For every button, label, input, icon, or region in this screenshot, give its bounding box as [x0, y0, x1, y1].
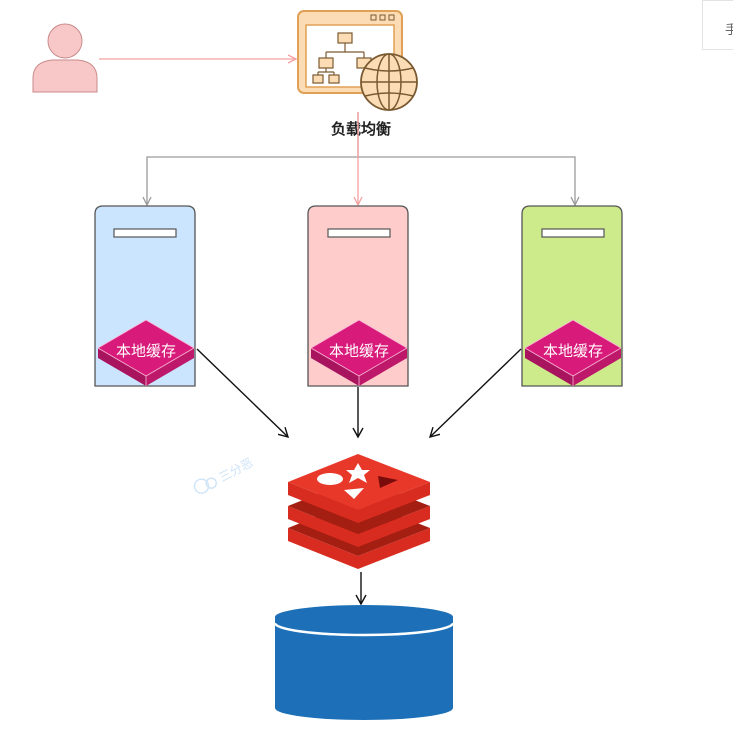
local-cache-1: 本地缓存: [97, 319, 195, 386]
watermark: 三分恶: [193, 455, 255, 494]
load-balancer-icon: [297, 10, 418, 111]
cache-label-2: 本地缓存: [329, 342, 389, 360]
local-cache-3: 本地缓存: [524, 319, 622, 386]
cache-label-3: 本地缓存: [543, 342, 603, 360]
database-icon: [273, 605, 455, 720]
cache-label-1: 本地缓存: [116, 342, 176, 360]
watermark-text: 三分恶: [217, 455, 255, 484]
corner-panel: 手: [702, 0, 733, 50]
load-balancer-label: 负载均衡: [331, 120, 391, 138]
lb-to-server-1-arrow: [147, 112, 359, 205]
redis-icon: [288, 454, 430, 569]
server-1-to-redis-arrow: [196, 348, 290, 439]
server-3-to-redis-arrow: [428, 348, 522, 439]
user-icon: [32, 23, 98, 93]
local-cache-2: 本地缓存: [310, 319, 408, 386]
lb-to-server-3-arrow: [358, 156, 575, 205]
corner-text: 手: [725, 23, 733, 38]
